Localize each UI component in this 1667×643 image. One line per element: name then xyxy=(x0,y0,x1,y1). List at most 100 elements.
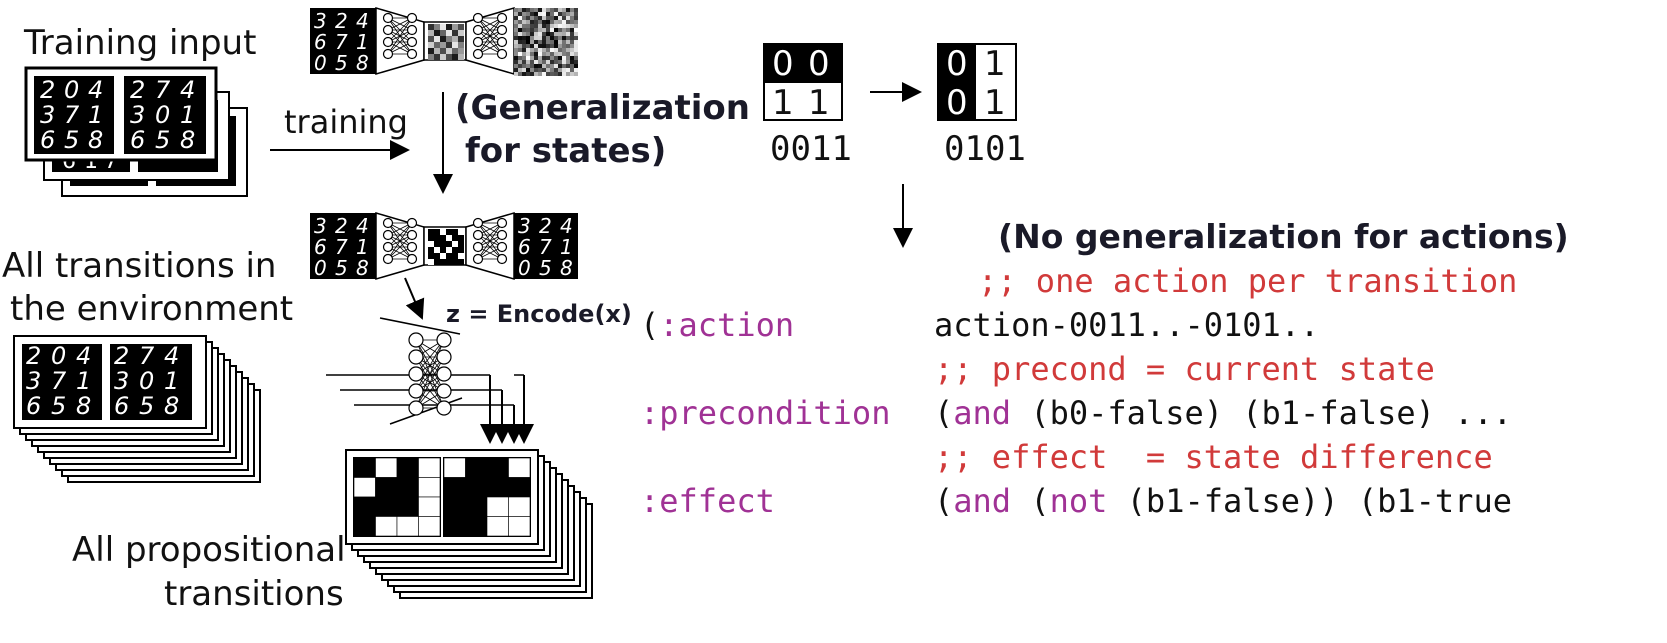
noise-pixel xyxy=(554,24,558,28)
noise-pixel xyxy=(562,60,566,64)
encode-label: z = Encode(x) xyxy=(446,300,632,328)
noise-pixel xyxy=(542,44,546,48)
noise-pixel xyxy=(526,28,530,32)
transitions-stack xyxy=(13,335,261,483)
latent-cell xyxy=(446,247,452,253)
noise-pixel xyxy=(566,36,570,40)
handwritten-digit: 2 xyxy=(130,76,145,104)
latent-cell xyxy=(458,253,464,259)
latent-cell xyxy=(458,30,464,36)
handwritten-digit: 1 xyxy=(356,235,369,259)
noise-pixel xyxy=(526,20,530,24)
bit-cell xyxy=(353,457,376,478)
noise-pixel xyxy=(522,28,526,32)
noise-pixel xyxy=(518,64,522,68)
state-b-bit: 1 xyxy=(984,44,1006,84)
neuron xyxy=(406,229,418,241)
noise-pixel xyxy=(558,24,562,28)
handwritten-digit: 6 xyxy=(314,30,327,54)
latent-cell xyxy=(440,48,446,54)
state-b-bit: 0 xyxy=(946,44,968,84)
noise-pixel xyxy=(574,64,578,68)
noise-pixel xyxy=(546,48,550,52)
handwritten-digit: 0 xyxy=(155,101,170,129)
latent-cell xyxy=(446,36,452,42)
bit-cell xyxy=(353,477,376,498)
noise-pixel xyxy=(526,56,530,60)
noise-pixel xyxy=(546,56,550,60)
effect-body: (and (not (b1-false)) (b1-true xyxy=(934,482,1512,520)
bit-cell xyxy=(353,516,376,537)
handwritten-digit: 0 xyxy=(314,256,327,280)
handwritten-digit: 2 xyxy=(335,214,348,238)
noise-pixel xyxy=(530,28,534,32)
handwritten-digit: 0 xyxy=(518,256,531,280)
noise-pixel xyxy=(574,52,578,56)
noise-pixel xyxy=(574,12,578,16)
noise-pixel xyxy=(562,56,566,60)
noise-pixel xyxy=(530,12,534,16)
noise-pixel xyxy=(518,20,522,24)
noise-pixel xyxy=(570,68,574,72)
noise-pixel xyxy=(534,24,538,28)
noise-pixel xyxy=(570,48,574,52)
bit-cell xyxy=(418,496,441,517)
latent-cell xyxy=(440,259,446,265)
bit-cell xyxy=(375,496,398,517)
noise-pixel xyxy=(562,72,566,76)
noise-pixel xyxy=(514,36,518,40)
noise-pixel xyxy=(542,24,546,28)
noise-pixel xyxy=(546,20,550,24)
handwritten-digit: 5 xyxy=(335,256,348,280)
noise-pixel xyxy=(522,12,526,16)
noise-pixel xyxy=(570,64,574,68)
handwritten-digit: 2 xyxy=(114,342,129,370)
latent-cell xyxy=(452,247,458,253)
noise-pixel xyxy=(574,72,578,76)
handwritten-digit: 8 xyxy=(180,126,195,154)
noise-pixel xyxy=(522,52,526,56)
neuron xyxy=(406,36,418,48)
no-generalization-label: (No generalization for actions) xyxy=(998,217,1569,256)
noise-pixel xyxy=(570,60,574,64)
noise-pixel xyxy=(574,44,578,48)
noise-pixel xyxy=(554,60,558,64)
bit-cell xyxy=(375,516,398,537)
noise-pixel xyxy=(538,60,542,64)
precond-and: and xyxy=(953,394,1011,432)
noise-pixel xyxy=(538,12,542,16)
latent-cell xyxy=(458,241,464,247)
noise-pixel xyxy=(546,24,550,28)
latent-cell xyxy=(440,235,446,241)
noise-pixel xyxy=(554,68,558,72)
latent-cell xyxy=(428,36,434,42)
precondition-body: (and (b0-false) (b1-false) ... xyxy=(934,394,1512,432)
handwritten-digit: 7 xyxy=(539,235,552,259)
noise-pixel xyxy=(518,16,522,20)
noise-pixel xyxy=(574,48,578,52)
noise-pixel xyxy=(514,68,518,72)
noise-pixel xyxy=(514,12,518,16)
noise-pixel xyxy=(554,64,558,68)
noise-pixel xyxy=(534,72,538,76)
noise-pixel xyxy=(562,68,566,72)
noise-pixel xyxy=(574,40,578,44)
latent-cell xyxy=(452,24,458,30)
noise-pixel xyxy=(566,56,570,60)
latent-cell xyxy=(458,229,464,235)
noise-pixel xyxy=(538,24,542,28)
handwritten-digit: 3 xyxy=(314,9,327,33)
noise-pixel xyxy=(562,36,566,40)
noise-pixel xyxy=(534,16,538,20)
handwritten-digit: 7 xyxy=(335,235,348,259)
noise-pixel xyxy=(554,56,558,60)
bit-cell xyxy=(465,477,488,498)
noise-pixel xyxy=(562,20,566,24)
noise-pixel xyxy=(514,20,518,24)
noise-pixel xyxy=(526,48,530,52)
noise-pixel xyxy=(542,48,546,52)
latent-cell xyxy=(458,42,464,48)
noise-pixel xyxy=(566,60,570,64)
latent-cell xyxy=(458,48,464,54)
handwritten-digit: 1 xyxy=(164,367,179,395)
